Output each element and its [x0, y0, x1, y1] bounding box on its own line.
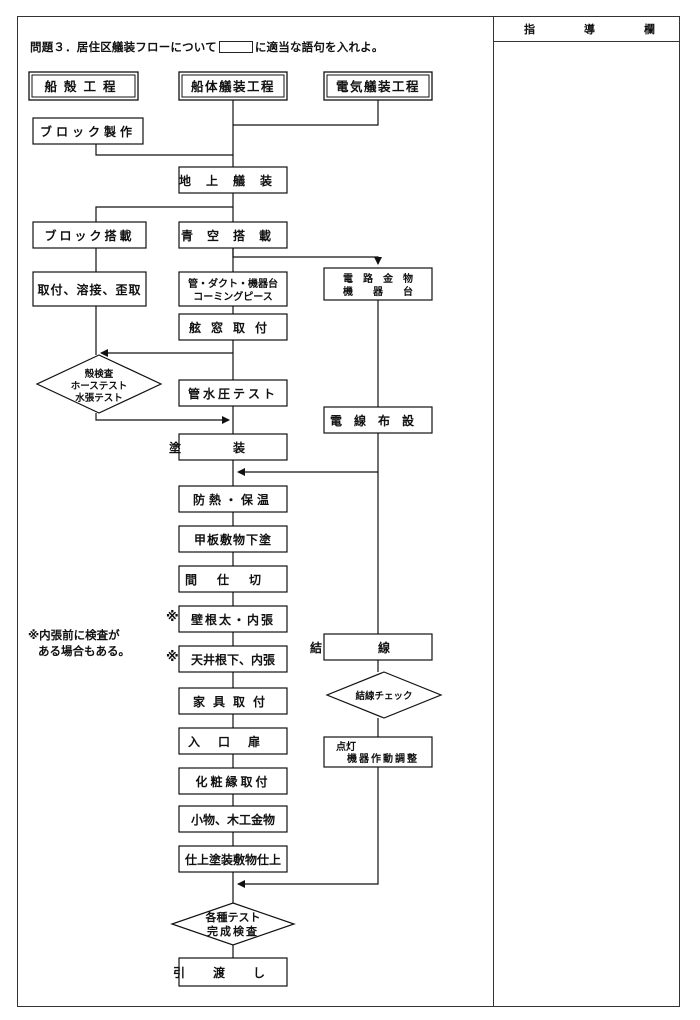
box-ceiling [178, 645, 288, 673]
label-wiring-check: 結線チェック [355, 690, 412, 702]
guidance-column: 指 導 欄 [493, 16, 680, 1007]
label-cable: 電線布設 [330, 413, 426, 428]
flow-connectors [95, 100, 382, 958]
label-ground-outfit: 地上艤装 [179, 173, 287, 188]
label-lighting-2: 機器作動調整 [347, 752, 419, 765]
box-window [178, 313, 288, 341]
box-ground-outfit [178, 166, 288, 194]
guidance-title-char-3: 欄 [644, 22, 655, 36]
diamond-shell-test [35, 354, 163, 414]
label-window: 舷窓取付 [189, 320, 277, 335]
box-wiring [323, 633, 433, 661]
label-pipe-duct-1: 管・ダクト・機器台 [188, 277, 278, 290]
header-electric: 電気艤装工程 [323, 71, 433, 101]
asterisk-wall-lining: ※ [166, 610, 179, 625]
label-lighting-1: 点灯 [336, 740, 356, 753]
box-lighting [323, 736, 433, 768]
label-shell-test-3: 水張テスト [75, 392, 123, 404]
label-trim: 化粧縁取付 [195, 774, 270, 789]
box-paint [178, 433, 288, 461]
question-text: 問題３．居住区艤装フローについて に適当な語句を入れよ。 [30, 39, 384, 55]
note-line-2: ある場合もある。 [38, 644, 130, 658]
box-insulation [178, 485, 288, 513]
label-block-erect: ブロック搭載 [44, 228, 134, 243]
guidance-column-header: 指 導 欄 [494, 16, 680, 42]
lining-inspection-note: ※内張前に検査が ある場合もある。 [28, 627, 130, 659]
label-pipe-test: 管水圧テスト [188, 386, 278, 401]
label-block-make: ブロック製作 [40, 124, 136, 139]
label-door: 入口扉 [188, 734, 278, 749]
label-shell-test-2: ホーステスト [71, 381, 128, 392]
note-line-1: ※内張前に検査が [28, 628, 120, 642]
header-electric-label: 電気艤装工程 [336, 79, 420, 94]
diamond-wiring-check [325, 671, 443, 719]
label-final-test-1: 各種テスト [205, 910, 261, 924]
question-suffix: に適当な語句を入れよ。 [254, 40, 384, 54]
label-wiring: 結線 [310, 640, 446, 655]
label-mount-weld: 取付、溶接、歪取 [37, 282, 141, 297]
box-mount-weld [32, 271, 147, 307]
label-sky-erect: 青空搭載 [181, 228, 285, 243]
box-block-erect [32, 221, 147, 249]
box-pipe-test [178, 379, 288, 407]
label-circuit-1: 電 路 金 物 [343, 272, 413, 285]
label-circuit-2: 機 器 台 [343, 285, 413, 298]
box-cable [323, 406, 433, 434]
label-wall-lining: 壁根太・内張 [191, 612, 275, 627]
question-prefix: 問題３．居住区艤装フローについて [30, 40, 217, 54]
box-furniture [178, 687, 288, 715]
box-sky-erect [178, 221, 288, 249]
asterisk-ceiling: ※ [166, 650, 179, 665]
label-pipe-duct-2: コーミングピース [193, 290, 273, 303]
header-outfit-label: 船体艤装工程 [191, 79, 275, 94]
box-wall-lining [178, 605, 288, 633]
label-furniture: 家具取付 [193, 694, 273, 709]
box-door [178, 727, 288, 755]
blank-box-symbol [218, 41, 253, 53]
header-outfit: 船体艤装工程 [178, 71, 288, 101]
header-hull-label: 船殻工程 [44, 79, 122, 94]
label-deck-cover: 甲板敷物下塗 [194, 532, 272, 547]
label-partition: 間仕切 [185, 572, 281, 587]
guidance-title-char-2: 導 [584, 22, 595, 36]
label-final-test-2: 完成検査 [207, 924, 259, 938]
label-ceiling: 天井根下、内張 [191, 652, 276, 667]
box-finish [178, 845, 288, 873]
label-finish: 仕上塗装敷物仕上 [184, 852, 281, 867]
box-deck-cover [178, 525, 288, 553]
box-trim [178, 767, 288, 795]
label-shell-test-1: 殻検査 [85, 368, 114, 380]
guidance-title-char-1: 指 [524, 22, 535, 36]
header-hull: 船殻工程 [28, 71, 139, 101]
worksheet-frame [17, 16, 680, 1007]
label-insulation: 防熱・保温 [193, 492, 273, 507]
box-circuit [323, 267, 433, 301]
box-handover [178, 957, 288, 987]
label-paint: 塗装 [169, 440, 297, 455]
diamond-final-test [170, 902, 296, 946]
box-pipe-duct [178, 271, 288, 307]
box-block-make [32, 117, 144, 145]
label-fittings: 小物、木工金物 [191, 812, 275, 827]
box-fittings [178, 805, 288, 833]
label-handover: 引渡し [173, 965, 293, 980]
box-partition [178, 565, 288, 593]
